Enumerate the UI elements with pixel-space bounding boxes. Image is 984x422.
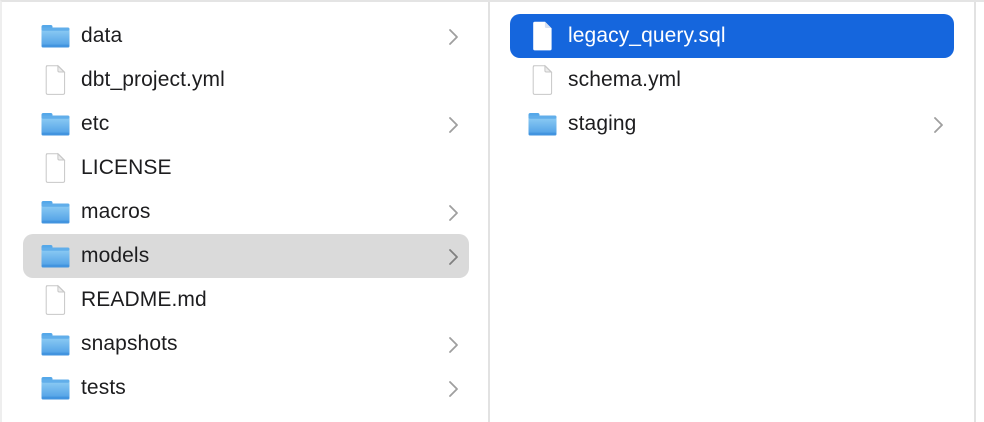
item-label: etc bbox=[81, 112, 110, 135]
file-icon bbox=[524, 19, 560, 53]
browser-column-left: data dbt_project.yml bbox=[2, 2, 490, 422]
file-item-LICENSE[interactable]: LICENSE bbox=[23, 146, 469, 190]
folder-icon bbox=[37, 327, 73, 361]
file-item-dbt_project.yml[interactable]: dbt_project.yml bbox=[23, 58, 469, 102]
item-label: macros bbox=[81, 200, 151, 223]
file-item-README.md[interactable]: README.md bbox=[23, 278, 469, 322]
item-label: dbt_project.yml bbox=[81, 68, 225, 91]
folder-icon bbox=[37, 107, 73, 141]
browser-column-empty bbox=[976, 2, 984, 422]
file-icon bbox=[524, 63, 560, 97]
chevron-right-icon bbox=[448, 335, 459, 354]
chevron-right-icon bbox=[448, 203, 459, 222]
item-label: data bbox=[81, 24, 123, 47]
item-label: tests bbox=[81, 376, 126, 399]
folder-icon bbox=[37, 371, 73, 405]
chevron-right-icon bbox=[448, 247, 459, 266]
file-item-legacy_query.sql[interactable]: legacy_query.sql bbox=[510, 14, 954, 58]
item-label: staging bbox=[568, 112, 637, 135]
file-icon bbox=[37, 283, 73, 317]
folder-icon bbox=[37, 19, 73, 53]
item-label: schema.yml bbox=[568, 68, 682, 91]
item-label: README.md bbox=[81, 288, 207, 311]
chevron-right-icon bbox=[448, 379, 459, 398]
file-icon bbox=[37, 63, 73, 97]
folder-item-data[interactable]: data bbox=[23, 14, 469, 58]
item-label: LICENSE bbox=[81, 156, 172, 179]
item-label: legacy_query.sql bbox=[568, 24, 726, 47]
file-item-schema.yml[interactable]: schema.yml bbox=[510, 58, 954, 102]
folder-icon bbox=[37, 195, 73, 229]
item-label: models bbox=[81, 244, 150, 267]
chevron-right-icon bbox=[448, 27, 459, 46]
folder-icon bbox=[37, 239, 73, 273]
folder-item-snapshots[interactable]: snapshots bbox=[23, 322, 469, 366]
folder-item-staging[interactable]: staging bbox=[510, 102, 954, 146]
folder-item-tests[interactable]: tests bbox=[23, 366, 469, 410]
chevron-right-icon bbox=[933, 115, 944, 134]
file-icon bbox=[37, 151, 73, 185]
folder-icon bbox=[524, 107, 560, 141]
folder-item-models[interactable]: models bbox=[23, 234, 469, 278]
item-label: snapshots bbox=[81, 332, 178, 355]
chevron-right-icon bbox=[448, 115, 459, 134]
browser-column-right: legacy_query.sql schema.yml bbox=[490, 2, 976, 422]
folder-item-etc[interactable]: etc bbox=[23, 102, 469, 146]
folder-item-macros[interactable]: macros bbox=[23, 190, 469, 234]
